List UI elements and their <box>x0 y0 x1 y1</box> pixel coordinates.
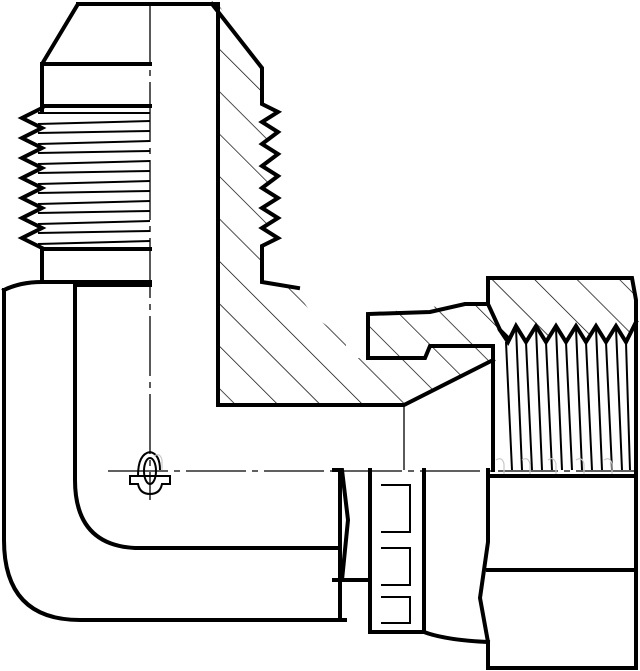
swivel-nut <box>477 276 639 670</box>
watermark <box>153 454 613 474</box>
center-lines <box>108 4 640 500</box>
male-flare-end <box>17 1 496 407</box>
elbow-body <box>1 280 372 622</box>
center-symbol-icon <box>129 450 171 496</box>
